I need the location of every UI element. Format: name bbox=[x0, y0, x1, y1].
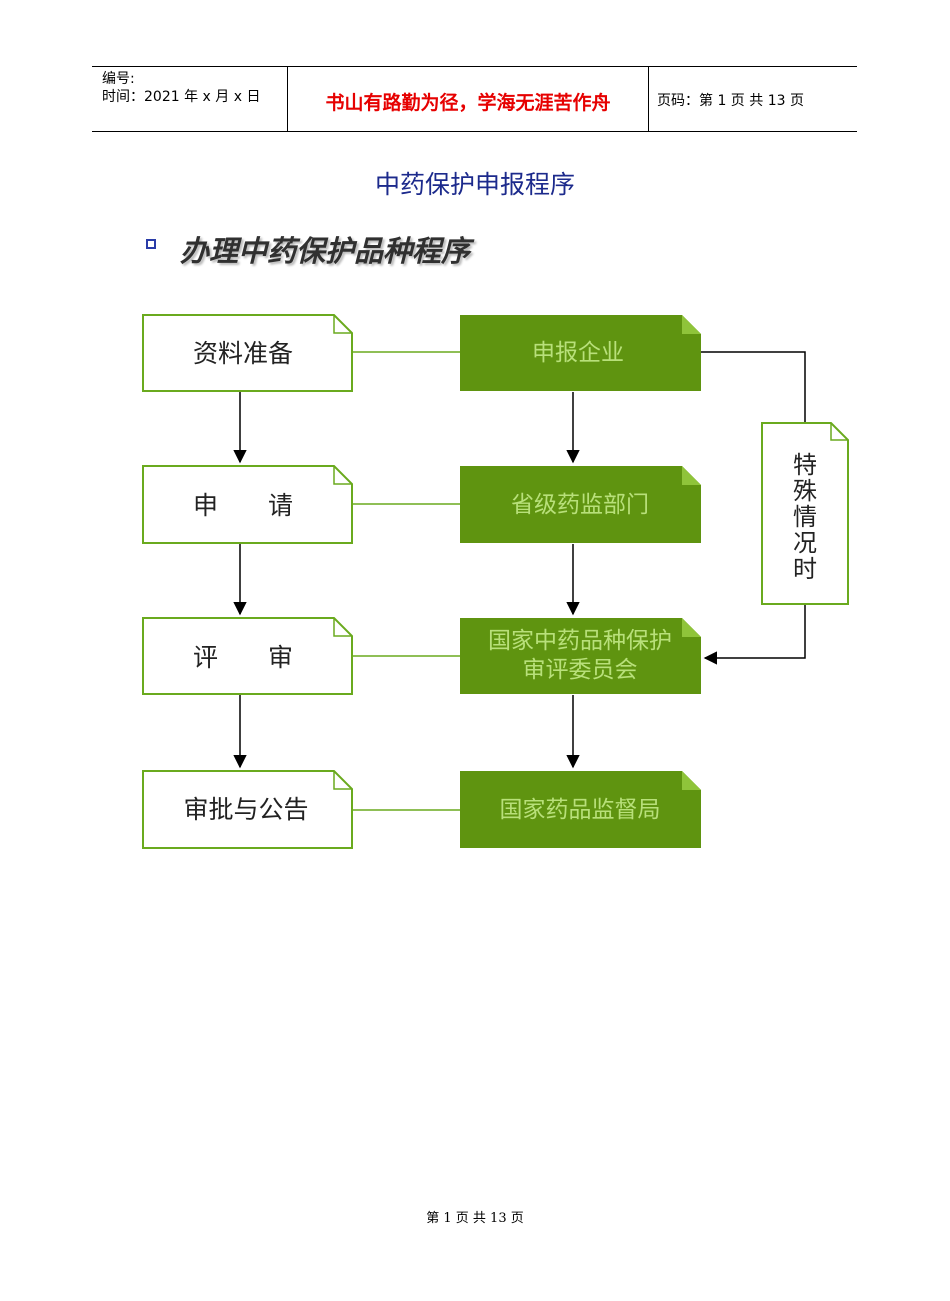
square-bullet-icon bbox=[146, 239, 156, 249]
left-box-1: 资料准备 bbox=[142, 314, 353, 392]
page-footer: 第 1 页 共 13 页 bbox=[426, 1211, 524, 1226]
left-step-3: 评 审 bbox=[193, 643, 293, 672]
special-case-char: 情 bbox=[793, 503, 817, 531]
right-step-1: 申报企业 bbox=[532, 340, 624, 366]
left-step-2: 申 请 bbox=[193, 491, 293, 520]
right-box-3: 国家中药品种保护 审评委员会 bbox=[460, 618, 701, 694]
left-box-2: 申 请 bbox=[142, 465, 353, 544]
special-case-char: 殊 bbox=[793, 477, 817, 505]
header-motto: 书山有路勤为径，学海无涯苦作舟 bbox=[325, 92, 611, 114]
right-box-1: 申报企业 bbox=[460, 315, 701, 391]
special-case-label: 特殊情况时 bbox=[793, 451, 817, 583]
page-info: 页码：第 1 页 共 13 页 bbox=[657, 93, 804, 109]
left-step-1: 资料准备 bbox=[193, 339, 293, 368]
right-step-4: 国家药品监督局 bbox=[500, 797, 661, 823]
header-bottom-rule bbox=[92, 131, 857, 132]
row-connectors bbox=[352, 351, 460, 811]
right-step-2: 省级药监部门 bbox=[511, 492, 649, 518]
right-box-4: 国家药品监督局 bbox=[460, 771, 701, 848]
header-divider-2 bbox=[648, 66, 649, 131]
page-title: 中药保护申报程序 bbox=[374, 170, 575, 199]
serial-label: 编号: bbox=[102, 71, 135, 87]
left-step-4: 审批与公告 bbox=[183, 795, 308, 824]
section-heading: 办理中药保护品种程序 bbox=[180, 234, 471, 268]
left-box-3: 评 审 bbox=[142, 617, 353, 695]
special-case-char: 时 bbox=[793, 555, 817, 583]
left-box-4: 审批与公告 bbox=[142, 770, 353, 849]
time-label: 时间：2021 年 x 月 x 日 bbox=[102, 89, 261, 105]
header-top-rule bbox=[92, 66, 857, 67]
right-step-3-line-1: 国家中药品种保护 bbox=[488, 628, 672, 654]
right-box-2: 省级药监部门 bbox=[460, 466, 701, 543]
header-divider-1 bbox=[287, 66, 288, 131]
special-case-char: 特 bbox=[793, 451, 817, 479]
special-case-char: 况 bbox=[793, 529, 817, 557]
right-step-3-line-2: 审评委员会 bbox=[523, 657, 638, 683]
special-case-path bbox=[701, 351, 806, 665]
special-case-box: 特殊情况时 bbox=[761, 422, 849, 605]
